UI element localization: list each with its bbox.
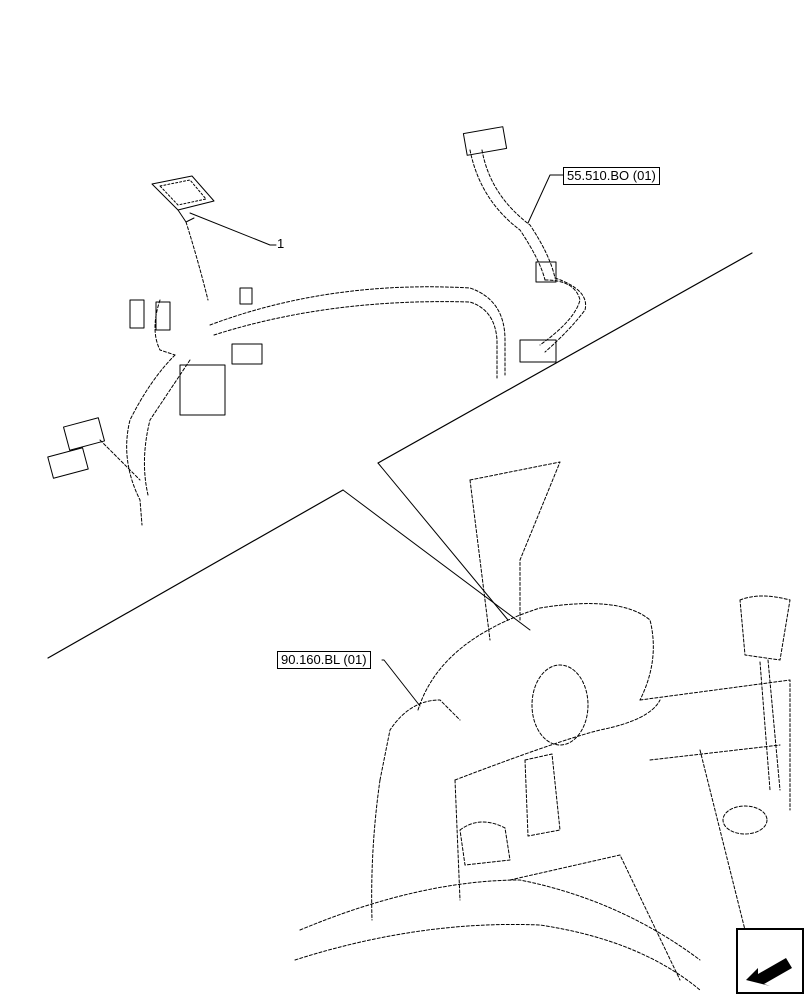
next-page-arrow-icon[interactable] <box>736 928 804 994</box>
reference-console[interactable]: 90.160.BL (01) <box>277 651 371 669</box>
reference-upper-harness[interactable]: 55.510.BO (01) <box>563 167 660 185</box>
arrow-icon-graphic <box>736 928 804 994</box>
harness-connectors <box>47 126 557 479</box>
upper-wire-harness <box>99 149 587 526</box>
cab-console <box>294 461 791 991</box>
display-plate <box>151 175 215 223</box>
callout-item-1: 1 <box>277 236 285 251</box>
section-divider <box>47 252 753 659</box>
leader-lines <box>189 174 564 707</box>
